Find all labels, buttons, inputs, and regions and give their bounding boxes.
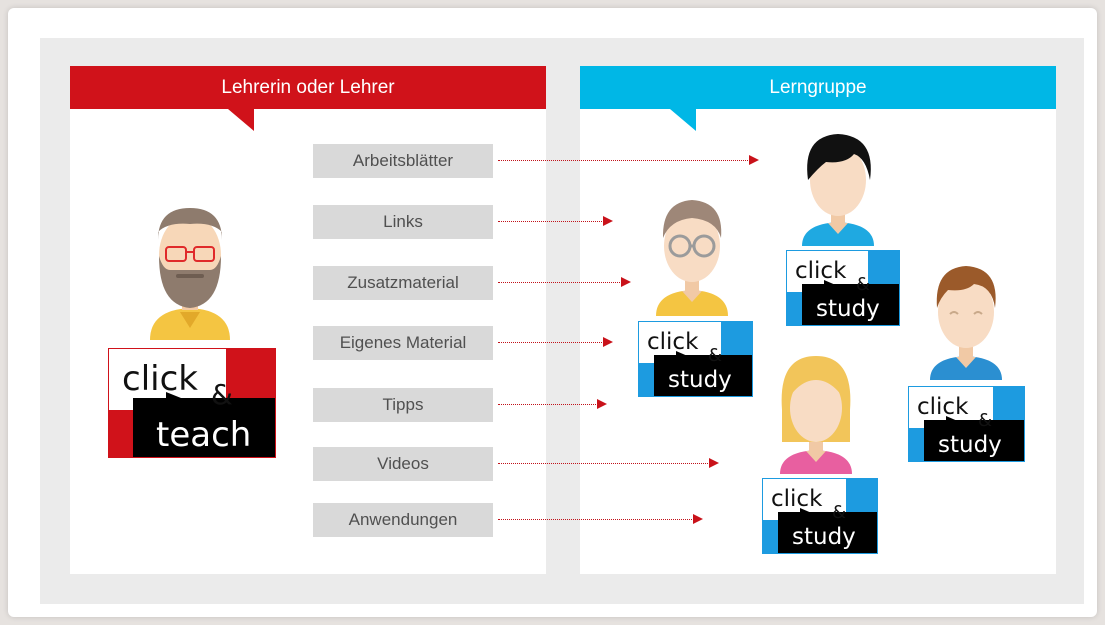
student-avatar-4: [780, 356, 852, 474]
material-label: Videos: [377, 454, 429, 473]
arrow-videos: [498, 458, 719, 468]
student-avatar-3: [930, 266, 1002, 380]
logo-teach-word1: click: [122, 359, 198, 399]
logo-study-word1: click: [795, 258, 847, 284]
student-avatar-2: [656, 200, 728, 316]
material-label: Tipps: [382, 395, 424, 414]
teacher-avatar: [150, 208, 230, 340]
logo-study-word2: study: [668, 367, 732, 393]
click-study-logo-4: click & study: [762, 478, 878, 554]
group-header-label: Lerngruppe: [769, 76, 867, 98]
material-item-links: Links: [313, 205, 493, 239]
material-item-anwendungen: Anwendungen: [313, 503, 493, 537]
logo-study-amp: &: [708, 345, 722, 366]
logo-teach-amp: &: [211, 378, 233, 411]
group-header-pointer: [670, 109, 696, 131]
material-label: Anwendungen: [348, 510, 458, 529]
material-item-tipps: Tipps: [313, 388, 493, 422]
material-label: Zusatzmaterial: [347, 273, 459, 292]
logo-study-amp: &: [856, 274, 870, 295]
material-item-eigenes-material: Eigenes Material: [313, 326, 493, 360]
logo-teach-word2: teach: [156, 415, 251, 455]
group-header: Lerngruppe: [580, 66, 1056, 109]
logo-study-amp: &: [978, 410, 992, 431]
logo-study-word2: study: [816, 296, 880, 322]
teacher-header: Lehrerin oder Lehrer: [70, 66, 546, 109]
teacher-header-pointer: [228, 109, 254, 131]
material-label: Eigenes Material: [339, 333, 467, 352]
material-item-zusatzmaterial: Zusatzmaterial: [313, 266, 493, 300]
logo-study-word2: study: [938, 432, 1002, 458]
click-study-logo-2: click & study: [638, 321, 753, 397]
click-teach-logo: click & teach: [108, 348, 276, 458]
material-label: Arbeitsblätter: [352, 151, 454, 170]
logo-study-word1: click: [647, 329, 699, 355]
arrow-anwendungen: [498, 514, 703, 524]
material-item-arbeitsblaetter: Arbeitsblätter: [313, 144, 493, 178]
teacher-header-label: Lehrerin oder Lehrer: [221, 76, 395, 98]
arrow-links: [498, 216, 613, 226]
arrow-eigenes-material: [498, 337, 613, 347]
click-study-logo-1: click & study: [786, 250, 900, 326]
arrow-arbeitsblaetter: [498, 155, 759, 165]
material-label: Links: [383, 212, 423, 231]
material-item-videos: Videos: [313, 447, 493, 481]
click-study-logo-3: click & study: [908, 386, 1025, 462]
logo-study-amp: &: [832, 502, 846, 523]
arrow-tipps: [498, 399, 607, 409]
logo-study-word1: click: [771, 486, 823, 512]
logo-study-word2: study: [792, 524, 856, 550]
teacher-panel: Lehrerin oder Lehrer: [70, 66, 546, 574]
student-avatar-1: [802, 134, 874, 246]
arrow-zusatzmaterial: [498, 277, 631, 287]
logo-study-word1: click: [917, 394, 969, 420]
